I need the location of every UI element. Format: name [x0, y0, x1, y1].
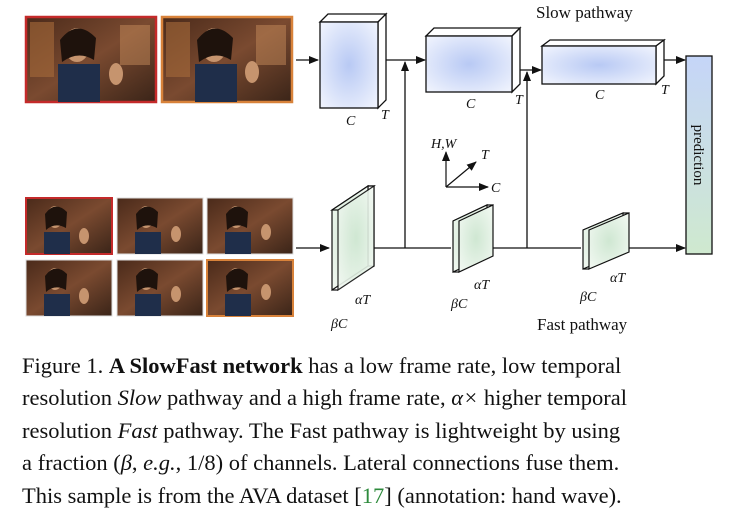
axis-triad — [442, 151, 489, 191]
slow-frames — [24, 15, 294, 104]
caption-slow-word: Slow — [117, 385, 162, 411]
caption-text: pathway. The Fast pathway is lightweight… — [157, 417, 621, 443]
caption-text: a fraction ( — [22, 450, 121, 476]
caption-text: resolution — [22, 385, 118, 411]
fast-pathway-label: Fast pathway — [537, 315, 628, 334]
caption-beta-symbol: β — [120, 450, 132, 476]
caption-text: , — [131, 450, 144, 476]
fast-frame — [25, 197, 113, 255]
fast-block-1-beta-c: βC — [330, 317, 348, 332]
fast-block-3-beta-c: βC — [579, 290, 597, 305]
caption-title: A SlowFast network — [108, 353, 303, 378]
fast-frame — [116, 197, 204, 255]
caption-text: resolution — [22, 417, 118, 443]
fast-block-2-alpha-t: αT — [474, 278, 490, 293]
caption-line-2: resolution Slow pathway and a high frame… — [22, 382, 727, 414]
fast-block-1 — [330, 184, 376, 292]
slowfast-diagram: prediction H,W T C Slow pathway Fast pat… — [24, 3, 713, 334]
slow-block-1-c: C — [346, 114, 356, 129]
slow-block-2-t: T — [515, 93, 524, 108]
fast-block-2 — [452, 204, 494, 273]
caption-line-3: resolution Fast pathway. The Fast pathwa… — [22, 415, 727, 447]
slowfast-figure: prediction H,W T C Slow pathway Fast pat… — [24, 3, 713, 334]
axis-c-label: C — [491, 181, 501, 196]
fast-block-2-beta-c: βC — [450, 297, 468, 312]
slow-block-1 — [318, 12, 388, 110]
caption-line-5: This sample is from the AVA dataset [17]… — [22, 480, 727, 512]
caption-fast-word: Fast — [117, 417, 158, 443]
fast-frames — [25, 197, 294, 317]
caption-text: This sample is from the AVA dataset [ — [22, 482, 362, 508]
fast-frame — [116, 259, 204, 317]
slow-block-2-c: C — [466, 97, 476, 112]
caption-line-1: Figure 1. A SlowFast network has a low f… — [22, 350, 727, 382]
slow-block-3 — [540, 38, 666, 86]
caption-text: , 1/8) of channels. Lateral connections … — [175, 450, 620, 476]
fast-block-3-alpha-t: αT — [610, 271, 626, 286]
fast-frame — [206, 259, 294, 317]
axis-hw-label: H,W — [430, 137, 458, 152]
fast-block-3 — [582, 212, 630, 270]
caption-alpha-symbol: α× — [451, 385, 479, 411]
figure-caption: Figure 1. A SlowFast network has a low f… — [22, 350, 727, 512]
slow-frame-2 — [160, 15, 294, 104]
slow-block-3-c: C — [595, 88, 605, 103]
axis-t-label: T — [481, 148, 490, 163]
caption-text: higher temporal — [478, 385, 627, 411]
fast-frame — [25, 259, 113, 317]
caption-line-4: a fraction (β, e.g., 1/8) of channels. L… — [22, 447, 727, 479]
caption-text: pathway and a high frame rate, — [161, 385, 452, 411]
caption-text: ] (annotation: hand wave). — [384, 482, 622, 508]
caption-eg: e.g. — [143, 450, 176, 476]
fast-frame — [206, 197, 294, 255]
slow-block-1-t: T — [381, 108, 390, 123]
fast-block-1-alpha-t: αT — [355, 293, 371, 308]
slow-block-3-t: T — [661, 83, 670, 98]
citation-link[interactable]: 17 — [361, 482, 385, 508]
caption-figure-number: Figure 1. — [22, 353, 109, 378]
slow-pathway-label: Slow pathway — [536, 3, 633, 22]
prediction-box: prediction — [685, 55, 713, 255]
caption-text: has a low frame rate, low temporal — [302, 353, 622, 378]
slow-pathway-connections — [296, 56, 686, 252]
prediction-label: prediction — [690, 125, 706, 186]
slow-block-2 — [424, 26, 522, 94]
slow-frame-1 — [24, 15, 158, 104]
